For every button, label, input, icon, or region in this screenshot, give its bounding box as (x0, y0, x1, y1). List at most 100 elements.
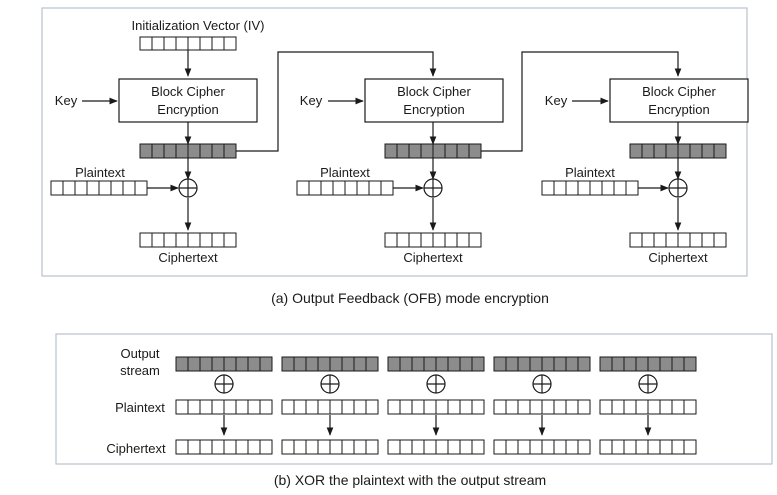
register-cell (459, 439, 473, 455)
register-cell (365, 399, 379, 415)
register-cell (175, 356, 189, 372)
register-cell (659, 399, 673, 415)
register-cell (332, 180, 346, 196)
xor-symbol (214, 374, 234, 394)
register-cell (199, 439, 213, 455)
ciphertext-label: Ciphertext (106, 441, 166, 456)
register-cell (353, 439, 367, 455)
register-cell (353, 399, 367, 415)
register-cell (435, 399, 449, 415)
register-cell (683, 399, 697, 415)
register-cell (368, 180, 382, 196)
register-cell (447, 356, 461, 372)
output-register (629, 143, 727, 159)
register-cell (281, 439, 295, 455)
register-cell (420, 143, 434, 159)
register-cell (493, 439, 507, 455)
register-cell (223, 356, 237, 372)
register-cell (713, 232, 727, 248)
register-cell (689, 143, 703, 159)
register-cell (493, 356, 507, 372)
register-cell (677, 232, 691, 248)
register-cell (541, 356, 555, 372)
register-cell (459, 356, 473, 372)
register-cell (459, 399, 473, 415)
register-cell (529, 439, 543, 455)
register-cell (635, 356, 649, 372)
register-cell (187, 439, 201, 455)
register-cell (365, 356, 379, 372)
register-cell (611, 356, 625, 372)
register-cell (341, 356, 355, 372)
block-cipher-box (609, 78, 749, 123)
register-cell (565, 439, 579, 455)
register-cell (647, 399, 661, 415)
register-cell (577, 180, 591, 196)
register-cell (471, 399, 485, 415)
register-cell (235, 356, 249, 372)
register-cell (629, 143, 643, 159)
register-cell (447, 399, 461, 415)
ciphertext-register (384, 232, 482, 248)
register-cell (353, 356, 367, 372)
register-cell (635, 439, 649, 455)
register-cell (611, 399, 625, 415)
register-cell (344, 180, 358, 196)
register-cell (517, 356, 531, 372)
output-stream-block (175, 356, 273, 372)
register-cell (317, 399, 331, 415)
register-cell (471, 356, 485, 372)
register-cell (665, 232, 679, 248)
register-cell (623, 439, 637, 455)
register-cell (613, 180, 627, 196)
register-cell (139, 232, 153, 248)
register-cell (411, 399, 425, 415)
register-cell (647, 439, 661, 455)
ciphertext-block (281, 439, 379, 455)
ciphertext-register (139, 232, 237, 248)
register-cell (175, 232, 189, 248)
register-cell (623, 356, 637, 372)
xor-symbol (423, 178, 443, 198)
cipher-label-line2: Encryption (403, 102, 464, 117)
output-stream-block (599, 356, 697, 372)
register-cell (259, 399, 273, 415)
register-cell (223, 36, 237, 51)
register-cell (308, 180, 322, 196)
key-label: Key (55, 93, 78, 108)
register-cell (247, 439, 261, 455)
register-cell (553, 356, 567, 372)
register-cell (577, 439, 591, 455)
cipher-label-line1: Block Cipher (642, 84, 716, 99)
register-cell (199, 143, 213, 159)
register-cell (259, 439, 273, 455)
register-cell (589, 180, 603, 196)
register-cell (235, 399, 249, 415)
register-cell (517, 399, 531, 415)
register-cell (122, 180, 136, 196)
panel-a-frame (41, 7, 748, 277)
iv-register (139, 36, 237, 51)
plaintext-label: Plaintext (115, 400, 165, 415)
register-cell (187, 356, 201, 372)
register-cell (553, 399, 567, 415)
plaintext-block (281, 399, 379, 415)
register-cell (175, 399, 189, 415)
register-cell (599, 399, 613, 415)
register-cell (211, 36, 225, 51)
register-cell (683, 356, 697, 372)
register-cell (408, 143, 422, 159)
register-cell (163, 232, 177, 248)
output-stream-label-line1: Output (120, 346, 159, 361)
register-cell (211, 356, 225, 372)
register-cell (641, 143, 655, 159)
register-cell (399, 356, 413, 372)
register-cell (396, 143, 410, 159)
register-cell (247, 356, 261, 372)
register-cell (505, 356, 519, 372)
register-cell (456, 143, 470, 159)
plaintext-register (50, 180, 148, 196)
plaintext-block (387, 399, 485, 415)
register-cell (320, 180, 334, 196)
block-cipher-box (364, 78, 504, 123)
